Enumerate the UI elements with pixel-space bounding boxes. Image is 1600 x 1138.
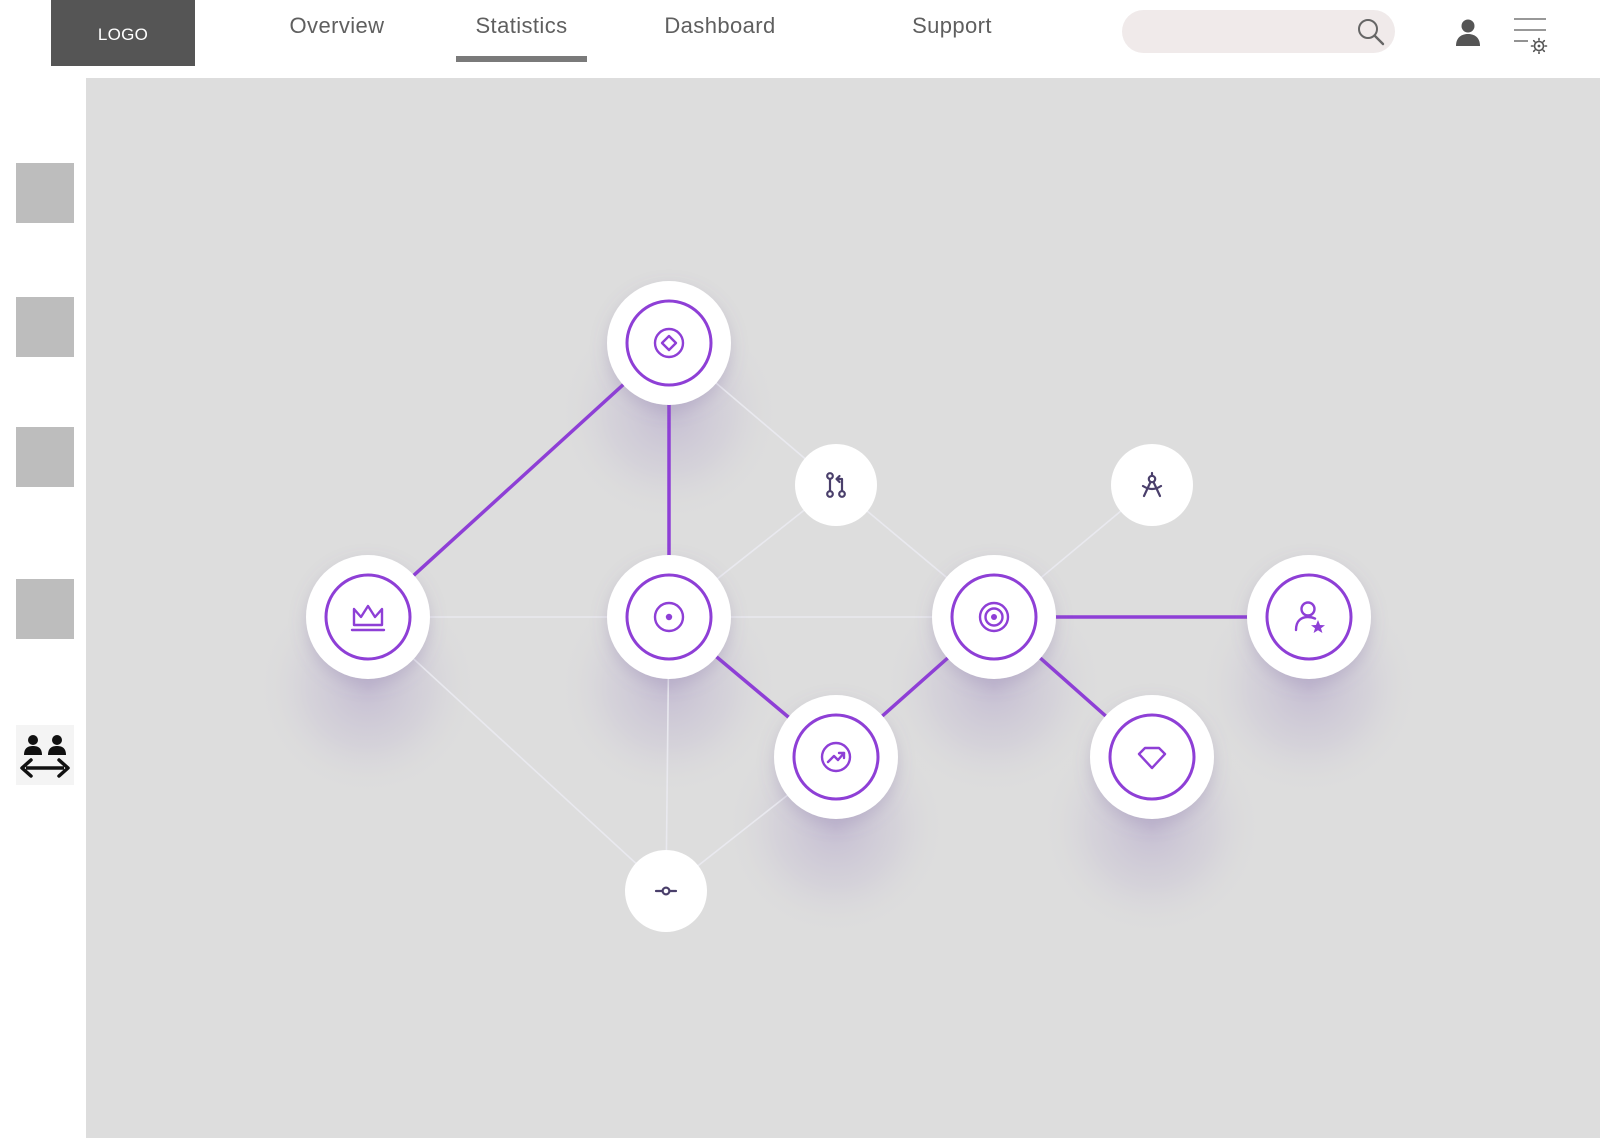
crown-icon: [350, 604, 386, 632]
sidebar-item-4[interactable]: [16, 579, 74, 639]
logo[interactable]: LOGO: [51, 0, 195, 66]
node-glows: [256, 303, 1421, 937]
tab-active-underline: [456, 56, 587, 62]
tab-overview[interactable]: Overview: [286, 0, 388, 62]
git-pull-request-icon: [826, 472, 846, 498]
edge-crown-commit: [367, 616, 667, 892]
tab-dashboard[interactable]: Dashboard: [660, 0, 780, 62]
tab-statistics[interactable]: Statistics: [456, 0, 587, 62]
user-star-icon: [1294, 601, 1325, 633]
sidebar-item-people-swap[interactable]: [16, 725, 74, 785]
node-gem[interactable]: [1090, 695, 1214, 819]
user-icon[interactable]: [1452, 16, 1484, 48]
dot-circle-icon: [653, 601, 685, 633]
menu-settings-icon[interactable]: [1510, 14, 1550, 54]
git-commit-icon: [654, 886, 678, 896]
node-user-star[interactable]: [1247, 555, 1371, 679]
tab-dashboard-label: Dashboard: [664, 13, 776, 38]
node-top[interactable]: [607, 281, 731, 405]
people-exchange-icon: [20, 735, 70, 778]
sidebar-item-3[interactable]: [16, 427, 74, 487]
tab-overview-label: Overview: [289, 13, 385, 38]
node-compass[interactable]: [1111, 444, 1193, 526]
graph-nodes: [306, 281, 1371, 932]
sidebar-item-1[interactable]: [16, 163, 74, 223]
sidebar: [0, 78, 86, 1138]
node-center[interactable]: [607, 555, 731, 679]
search-input[interactable]: [1138, 10, 1348, 53]
target-icon: [978, 601, 1010, 633]
trending-up-icon: [820, 741, 852, 773]
node-crown[interactable]: [306, 555, 430, 679]
search-icon[interactable]: [1355, 16, 1387, 48]
tab-statistics-label: Statistics: [475, 13, 568, 38]
gem-icon: [1137, 746, 1167, 770]
node-commit[interactable]: [625, 850, 707, 932]
node-ring: [324, 573, 412, 661]
edge-top-crown: [366, 341, 671, 619]
node-target[interactable]: [932, 555, 1056, 679]
tab-support[interactable]: Support: [906, 0, 998, 62]
search-bar: [1122, 10, 1395, 53]
tab-support-label: Support: [912, 13, 992, 38]
node-trend[interactable]: [774, 695, 898, 819]
top-bar: LOGO Overview Statistics Dashboard Suppo…: [0, 0, 1600, 78]
sidebar-item-2[interactable]: [16, 297, 74, 357]
node-pull[interactable]: [795, 444, 877, 526]
compass-icon: [1141, 471, 1163, 498]
node-ring: [625, 299, 713, 387]
node-ring: [1108, 713, 1196, 801]
diamond-target-icon: [653, 327, 685, 359]
